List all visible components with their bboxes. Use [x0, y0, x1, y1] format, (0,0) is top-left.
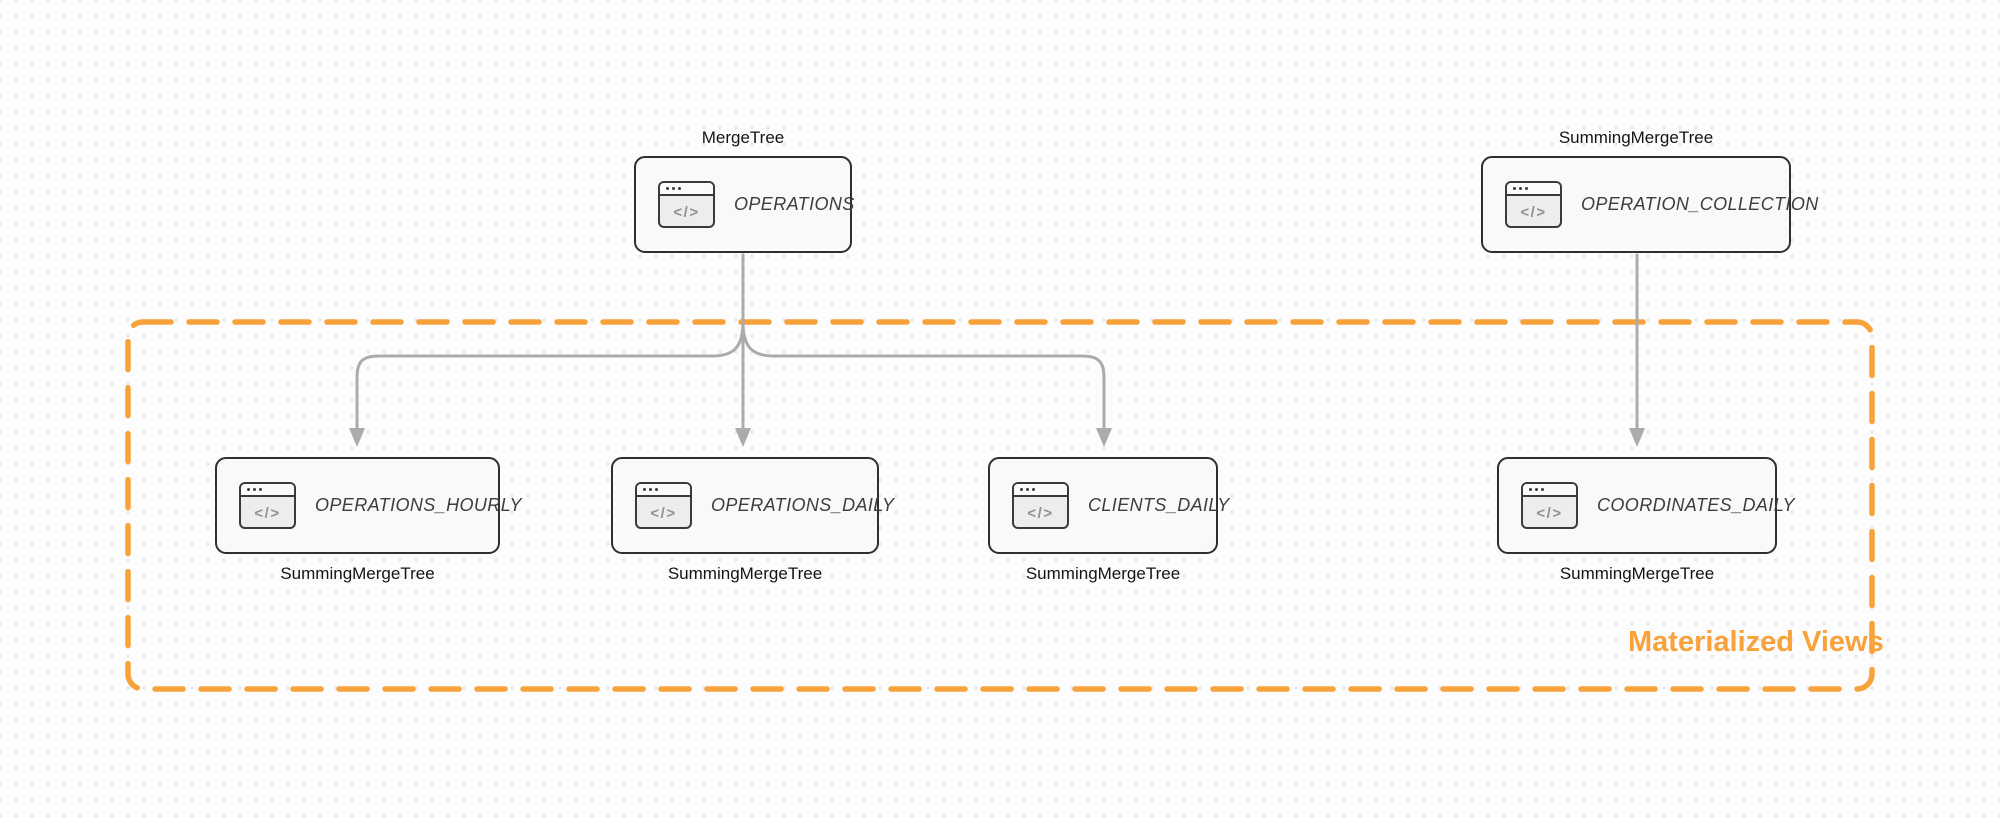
window-dot	[247, 488, 250, 491]
code-glyph: </>	[1520, 203, 1547, 221]
node-operation-collection[interactable]: SummingMergeTree </> OPERATION_COLLECTIO…	[1481, 128, 1818, 253]
engine-label: MergeTree	[701, 128, 785, 147]
node-operations-daily[interactable]: SummingMergeTree </> OPERATIONS_DAILY	[611, 457, 894, 583]
code-window-icon: </>	[658, 181, 715, 228]
arrowhead-operations-daily	[735, 428, 751, 447]
engine-label: SummingMergeTree	[667, 564, 823, 583]
engine-label: SummingMergeTree	[280, 564, 435, 583]
window-titlebar	[1507, 183, 1560, 196]
window-dot	[1535, 488, 1538, 491]
window-dot	[1026, 488, 1029, 491]
engine-label: SummingMergeTree	[1558, 128, 1714, 147]
window-dot	[672, 187, 675, 190]
code-glyph: </>	[650, 504, 677, 522]
window-titlebar	[637, 484, 690, 497]
table-name: OPERATIONS_HOURLY	[315, 495, 522, 515]
table-name: OPERATIONS	[734, 194, 855, 214]
window-dot	[253, 488, 256, 491]
window-dot	[649, 488, 652, 491]
code-window-icon: </>	[1521, 482, 1578, 529]
materialized-views-label: Materialized Views	[1628, 626, 1884, 658]
table-name: CLIENTS_DAILY	[1088, 495, 1230, 515]
window-titlebar	[1014, 484, 1067, 497]
code-glyph: </>	[254, 504, 281, 522]
window-dot	[643, 488, 646, 491]
table-name: COORDINATES_DAILY	[1597, 495, 1795, 515]
node-clients-daily[interactable]: SummingMergeTree </> CLIENTS_DAILY	[988, 457, 1229, 583]
edge-operations-to-operations-hourly	[355, 320, 745, 430]
engine-label: SummingMergeTree	[1559, 564, 1715, 583]
window-dot	[666, 187, 669, 190]
arrowhead-coordinates-daily	[1629, 428, 1645, 447]
code-window-icon: </>	[239, 482, 296, 529]
window-titlebar	[1523, 484, 1576, 497]
code-window-icon: </>	[635, 482, 692, 529]
window-dot	[678, 187, 681, 190]
window-dot	[1541, 488, 1544, 491]
window-dot	[1529, 488, 1532, 491]
window-titlebar	[660, 183, 713, 196]
code-window-icon: </>	[1505, 181, 1562, 228]
window-dot	[1032, 488, 1035, 491]
table-name: OPERATIONS_DAILY	[711, 495, 895, 515]
node-coordinates-daily[interactable]: SummingMergeTree </> COORDINATES_DAILY	[1497, 457, 1794, 583]
code-glyph: </>	[1536, 504, 1563, 522]
window-titlebar	[241, 484, 294, 497]
window-dot	[1020, 488, 1023, 491]
arrowhead-clients-daily	[1096, 428, 1112, 447]
code-glyph: </>	[673, 203, 700, 221]
window-dot	[1519, 187, 1522, 190]
node-operations-hourly[interactable]: SummingMergeTree </> OPERATIONS_HOURLY	[215, 457, 521, 583]
window-dot	[1513, 187, 1516, 190]
table-name: OPERATION_COLLECTION	[1581, 194, 1819, 214]
window-dot	[655, 488, 658, 491]
engine-label: SummingMergeTree	[1025, 564, 1181, 583]
window-dot	[259, 488, 262, 491]
materialized-views-region-border	[125, 319, 1875, 692]
node-operations[interactable]: MergeTree </> OPERATIONS	[634, 128, 855, 253]
window-dot	[1525, 187, 1528, 190]
code-window-icon: </>	[1012, 482, 1069, 529]
edge-operations-to-clients-daily	[741, 320, 1106, 430]
arrowhead-operations-hourly	[349, 428, 365, 447]
code-glyph: </>	[1027, 504, 1054, 522]
